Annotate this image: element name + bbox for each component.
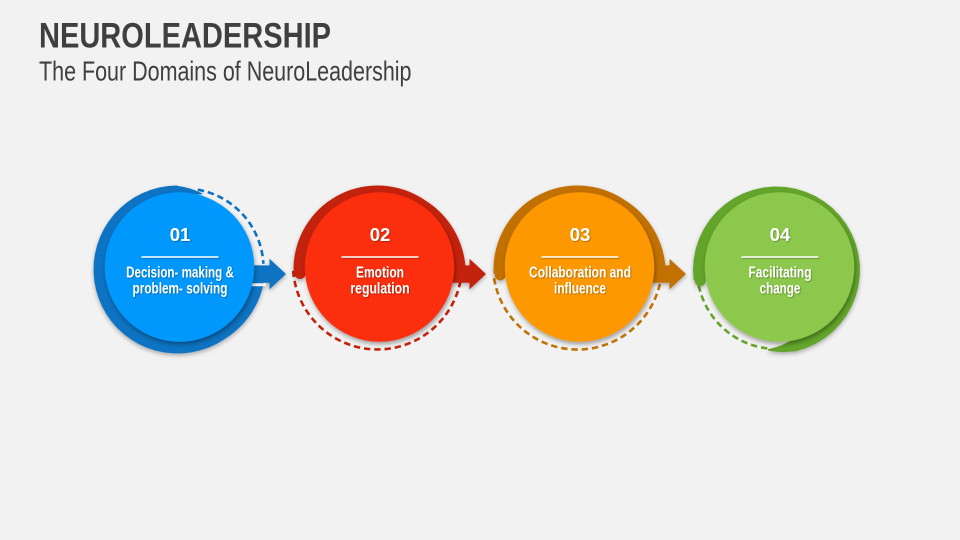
svg-text:regulation: regulation — [350, 281, 409, 298]
svg-text:NEUROLEADERSHIP: NEUROLEADERSHIP — [39, 16, 331, 55]
svg-text:problem- solving: problem- solving — [133, 281, 228, 298]
svg-text:04: 04 — [770, 224, 791, 245]
svg-text:Decision- making &: Decision- making & — [126, 265, 234, 282]
svg-text:influence: influence — [554, 281, 606, 298]
svg-text:Emotion: Emotion — [356, 265, 404, 282]
svg-text:Facilitating: Facilitating — [749, 265, 812, 282]
svg-text:01: 01 — [170, 224, 191, 245]
svg-text:Collaboration and: Collaboration and — [529, 265, 631, 282]
svg-text:02: 02 — [370, 224, 391, 245]
svg-text:The Four Domains of NeuroLeade: The Four Domains of NeuroLeadership — [39, 56, 412, 87]
svg-text:change: change — [760, 281, 801, 298]
svg-text:03: 03 — [570, 224, 591, 245]
